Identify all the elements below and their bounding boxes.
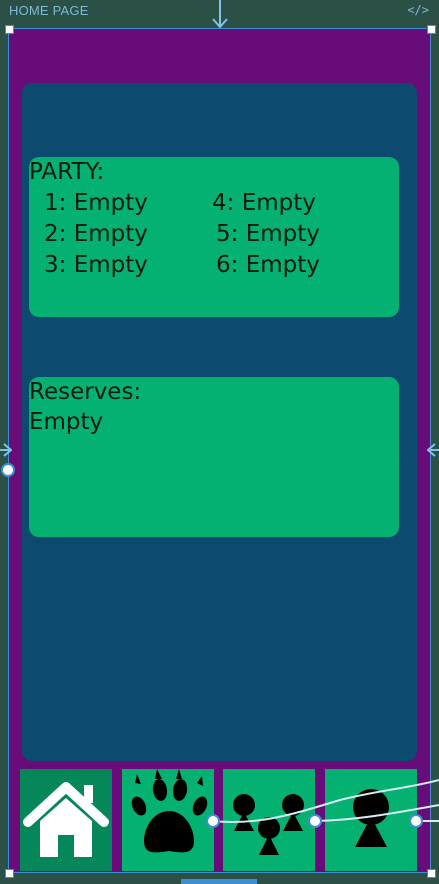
paw-icon <box>131 769 208 853</box>
reserves-value[interactable]: Empty <box>29 409 104 435</box>
reserves-card: Reserves: Empty <box>29 377 399 537</box>
resize-handle-bottom-left[interactable] <box>5 869 14 878</box>
frame-label: HOME PAGE <box>9 3 89 18</box>
nav-tab-home[interactable] <box>20 769 112 871</box>
party-slot-2[interactable]: 2: Empty <box>44 221 148 247</box>
party-slot-6[interactable]: 6: Empty <box>216 252 320 278</box>
party-slot-3[interactable]: 3: Empty <box>44 252 148 278</box>
party-title: PARTY: <box>29 159 105 185</box>
person-icon <box>353 789 389 847</box>
nav-tab-profile[interactable] <box>325 769 417 871</box>
resize-handle-top-left[interactable] <box>5 25 14 34</box>
home-icon <box>23 782 109 857</box>
code-icon[interactable]: </> <box>407 3 429 17</box>
nav-tab-team[interactable] <box>223 769 315 871</box>
flow-arrow-right-icon <box>427 443 439 457</box>
flow-arrow-down-icon <box>212 0 228 29</box>
group-icon <box>233 794 304 855</box>
party-slot-4[interactable]: 4: Empty <box>212 190 316 216</box>
resize-handle-bottom-right[interactable] <box>427 869 436 878</box>
connection-node[interactable] <box>1 463 15 477</box>
nav-tab-creatures[interactable] <box>122 769 214 871</box>
resize-handle-top-right[interactable] <box>427 25 436 34</box>
reserves-title: Reserves: <box>29 379 142 405</box>
flow-arrow-left-icon <box>0 443 12 457</box>
party-slot-5[interactable]: 5: Empty <box>216 221 320 247</box>
frame-bottom-marker <box>181 879 257 884</box>
party-card: PARTY: 1: Empty 2: Empty 3: Empty 4: Emp… <box>29 157 399 317</box>
party-slot-1[interactable]: 1: Empty <box>44 190 148 216</box>
